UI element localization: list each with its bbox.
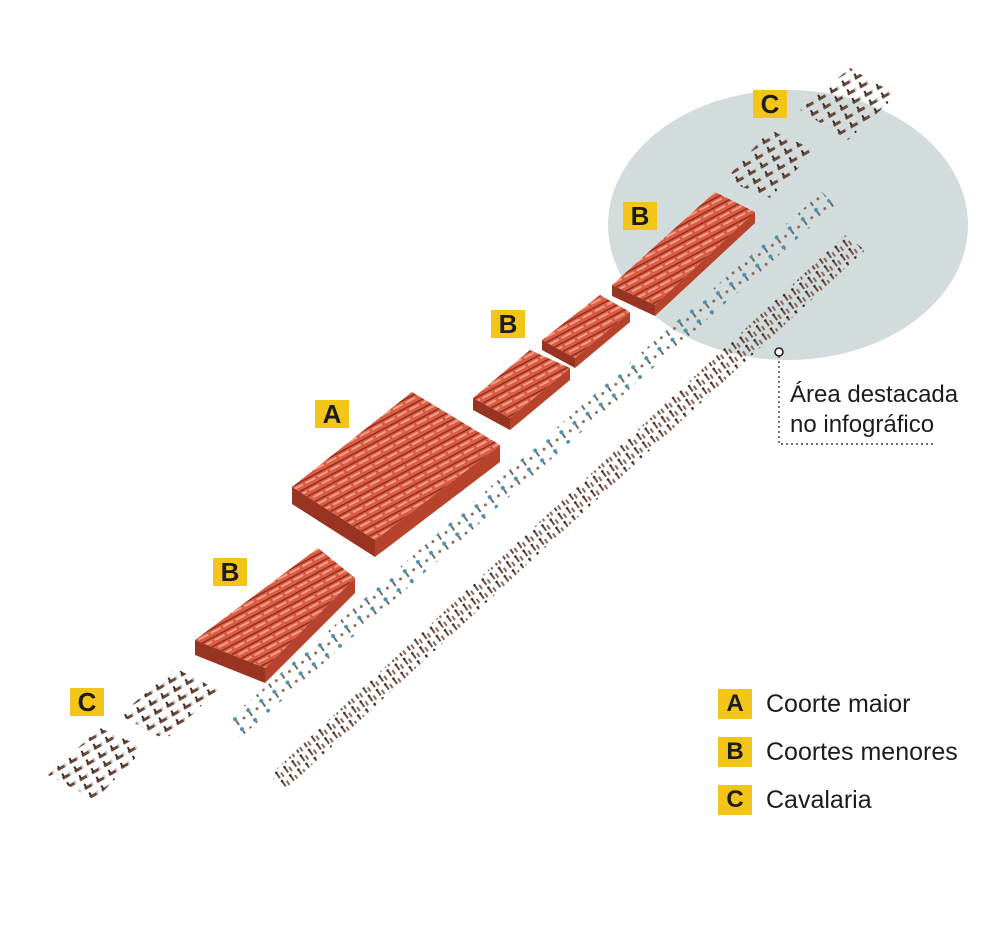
legend-text-a: Coorte maior xyxy=(766,689,911,718)
label-c-upper: C xyxy=(753,89,787,119)
cavalry-group xyxy=(725,130,815,198)
label-b-middle-text: B xyxy=(499,309,518,339)
infantry-column-front xyxy=(228,192,835,738)
label-a: A xyxy=(315,399,349,429)
label-b-upper: B xyxy=(623,201,657,231)
label-a-text: A xyxy=(323,399,342,429)
legend-badge-a: A xyxy=(718,689,752,719)
label-b-lower-text: B xyxy=(221,557,240,587)
legend-badge-b: B xyxy=(718,737,752,767)
cohort-b-middle xyxy=(473,350,570,430)
cohort-b-middle-2 xyxy=(542,295,630,368)
callout-marker xyxy=(774,347,784,357)
cohort-b-upper xyxy=(612,192,755,316)
cavalry-group xyxy=(120,668,218,740)
callout-line-1: Área destacada xyxy=(790,381,959,408)
legend-item-c: C Cavalaria xyxy=(718,776,958,824)
label-c-lower: C xyxy=(70,687,104,717)
infantry-column-rear xyxy=(270,235,865,790)
callout-line-2: no infográfico xyxy=(790,411,935,438)
label-c-lower-text: C xyxy=(78,687,97,717)
label-b-lower: B xyxy=(213,557,247,587)
cavalry-group xyxy=(800,68,897,140)
legend-text-b: Coortes menores xyxy=(766,737,958,766)
highlight-callout: Área destacada no infográfico xyxy=(790,380,958,440)
cavalry-group xyxy=(48,728,145,800)
legend-text-c: Cavalaria xyxy=(766,785,872,814)
legend-badge-c: C xyxy=(718,785,752,815)
label-c-upper-text: C xyxy=(761,89,780,119)
legend: A Coorte maior B Coortes menores C Caval… xyxy=(718,680,958,824)
legend-item-b: B Coortes menores xyxy=(718,728,958,776)
cohort-b-lower xyxy=(195,548,355,683)
cohort-a xyxy=(292,392,500,557)
label-b-middle: B xyxy=(491,309,525,339)
label-b-upper-text: B xyxy=(631,201,650,231)
legend-item-a: A Coorte maior xyxy=(718,680,958,728)
